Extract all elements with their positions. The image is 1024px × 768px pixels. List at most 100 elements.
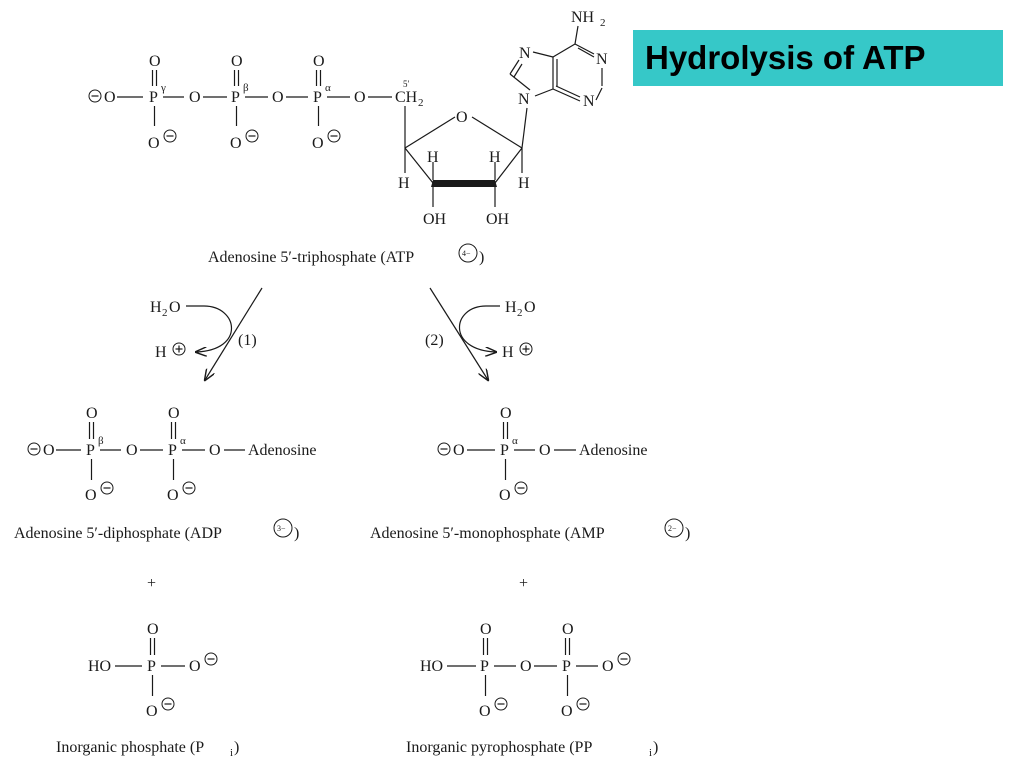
alpha-label: α [325,82,331,94]
atom-p: P [147,658,156,675]
negative-charge-icon [163,129,177,143]
atom-p: P [500,442,509,459]
atom-p: P [480,658,489,675]
negative-charge-icon [27,442,41,456]
atom-o: O [561,703,573,720]
negative-charge-icon [245,129,259,143]
atom-o: O [499,487,511,504]
atom-p: P [168,442,177,459]
ring-oxygen: O [456,109,468,126]
reaction-2: H 2 O H (2) [425,287,536,380]
proton-label: H [502,344,514,361]
plus-sign: + [519,575,528,592]
atom-o: O [520,658,532,675]
water-label: O [524,299,536,316]
atom-ch: CH [395,89,418,106]
atom-o: O [168,405,180,422]
atom-p: P [562,658,571,675]
negative-charge-icon [617,652,631,666]
negative-charge-icon [437,442,451,456]
negative-charge-icon [204,652,218,666]
atom-o: O [602,658,614,675]
beta-label: β [98,435,104,447]
negative-charge-icon [100,481,114,495]
atom-o: O [480,621,492,638]
gamma-label: γ [160,82,166,94]
atom-o: O [167,487,179,504]
pi-caption: Inorganic phosphate (P i ) [56,739,239,759]
adenosine-label: Adenosine [579,442,647,459]
atom-p: P [86,442,95,459]
pi-caption-text: Inorganic phosphate (P [56,739,204,756]
atom-ho: HO [420,658,443,675]
ppi-caption: Inorganic pyrophosphate (PP i ) [406,739,658,759]
subscript: 2 [418,97,424,109]
atom-n: N [596,51,608,68]
atom-o: O [147,621,159,638]
subscript: 2 [517,307,523,319]
positive-charge-icon [172,342,186,356]
atom-o: O [312,135,324,152]
atom-o: O [149,53,161,70]
atom-p: P [231,89,240,106]
proton-label: H [155,344,167,361]
inorganic-pyrophosphate: HO O P O O O P O O [420,621,631,720]
negative-charge-icon [327,129,341,143]
atp-caption: Adenosine 5′-triphosphate (ATP 4− ) [208,243,484,266]
water-label: O [169,299,181,316]
atom-o: O [562,621,574,638]
atom-h: H [489,149,501,166]
atom-nh: NH [571,9,595,26]
atom-o: O [272,89,284,106]
atom-p: P [313,89,322,106]
atom-n: N [519,45,531,62]
atom-o: O [500,405,512,422]
inorganic-phosphate: HO O P O O [88,621,218,720]
atom-h: H [518,175,530,192]
atom-o: O [479,703,491,720]
adp-caption: Adenosine 5′-diphosphate (ADP 3− ) [14,518,299,542]
atp-caption-close: ) [479,249,484,266]
positive-charge-icon [519,342,533,356]
pi-subscript: i [230,747,233,759]
atom-o: O [189,658,201,675]
negative-charge-icon [576,697,590,711]
atom-o: O [539,442,551,459]
negative-charge-icon [161,697,175,711]
atom-o: O [209,442,221,459]
atom-oh: OH [486,211,510,228]
atom-o: O [354,89,366,106]
adp-charge: 3− [277,524,286,533]
plus-sign: + [147,575,156,592]
atom-p: P [149,89,158,106]
adp-caption-close: ) [294,525,299,542]
atom-o: O [85,487,97,504]
pi-caption-close: ) [234,739,239,756]
water-label: H [505,299,517,316]
atom-ho: HO [88,658,111,675]
atom-o: O [148,135,160,152]
atom-o: O [231,53,243,70]
atom-o: O [126,442,138,459]
amp-charge: 2− [668,524,677,533]
adp-molecule: O O P β O O O P α O O Adenosine [27,405,316,504]
atom-h: H [427,149,439,166]
atom-n: N [518,91,530,108]
reaction-number: (2) [425,332,444,349]
ppi-caption-close: ) [653,739,658,756]
amp-caption: Adenosine 5′-monophosphate (AMP 2− ) [370,518,690,542]
atom-h: H [398,175,410,192]
atom-o: O [146,703,158,720]
subscript: 2 [162,307,168,319]
amp-caption-text: Adenosine 5′-monophosphate (AMP [370,525,605,542]
negative-charge-icon [88,89,102,103]
alpha-label: α [512,435,518,447]
atom-o: O [453,442,465,459]
atom-o: O [313,53,325,70]
atom-o: O [189,89,201,106]
title-banner: Hydrolysis of ATP [633,30,1003,86]
ppi-caption-text: Inorganic pyrophosphate (PP [406,739,592,756]
reaction-1: H 2 O H (1) [150,287,263,380]
subscript: 2 [600,17,606,29]
